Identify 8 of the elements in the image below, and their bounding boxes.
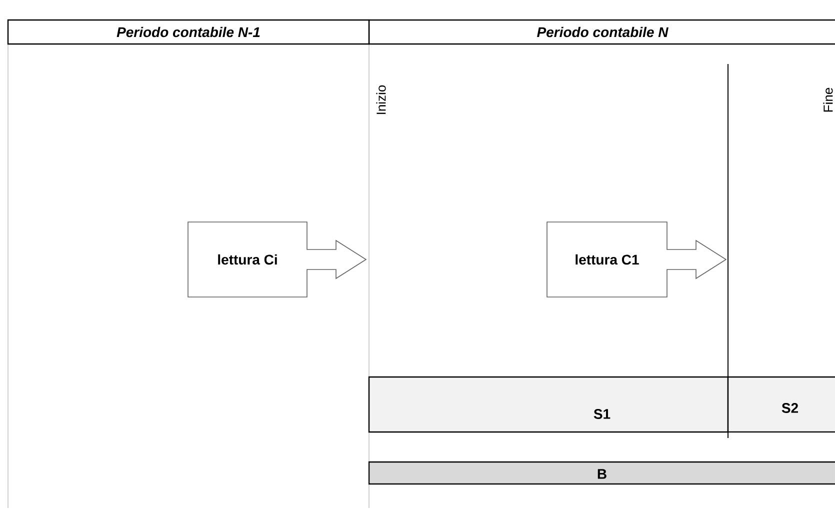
header-cell: Periodo contabile N [368, 19, 835, 45]
arrow-callout: lettura C1 [546, 222, 727, 298]
bar: B [368, 461, 835, 485]
boundary-label: Inizio [376, 85, 386, 114]
header-cell: Periodo contabile N-1 [7, 19, 370, 45]
arrow-callout: lettura Ci [188, 222, 367, 298]
period-band: S2 [727, 376, 835, 433]
boundary-label: Fine [823, 88, 833, 112]
